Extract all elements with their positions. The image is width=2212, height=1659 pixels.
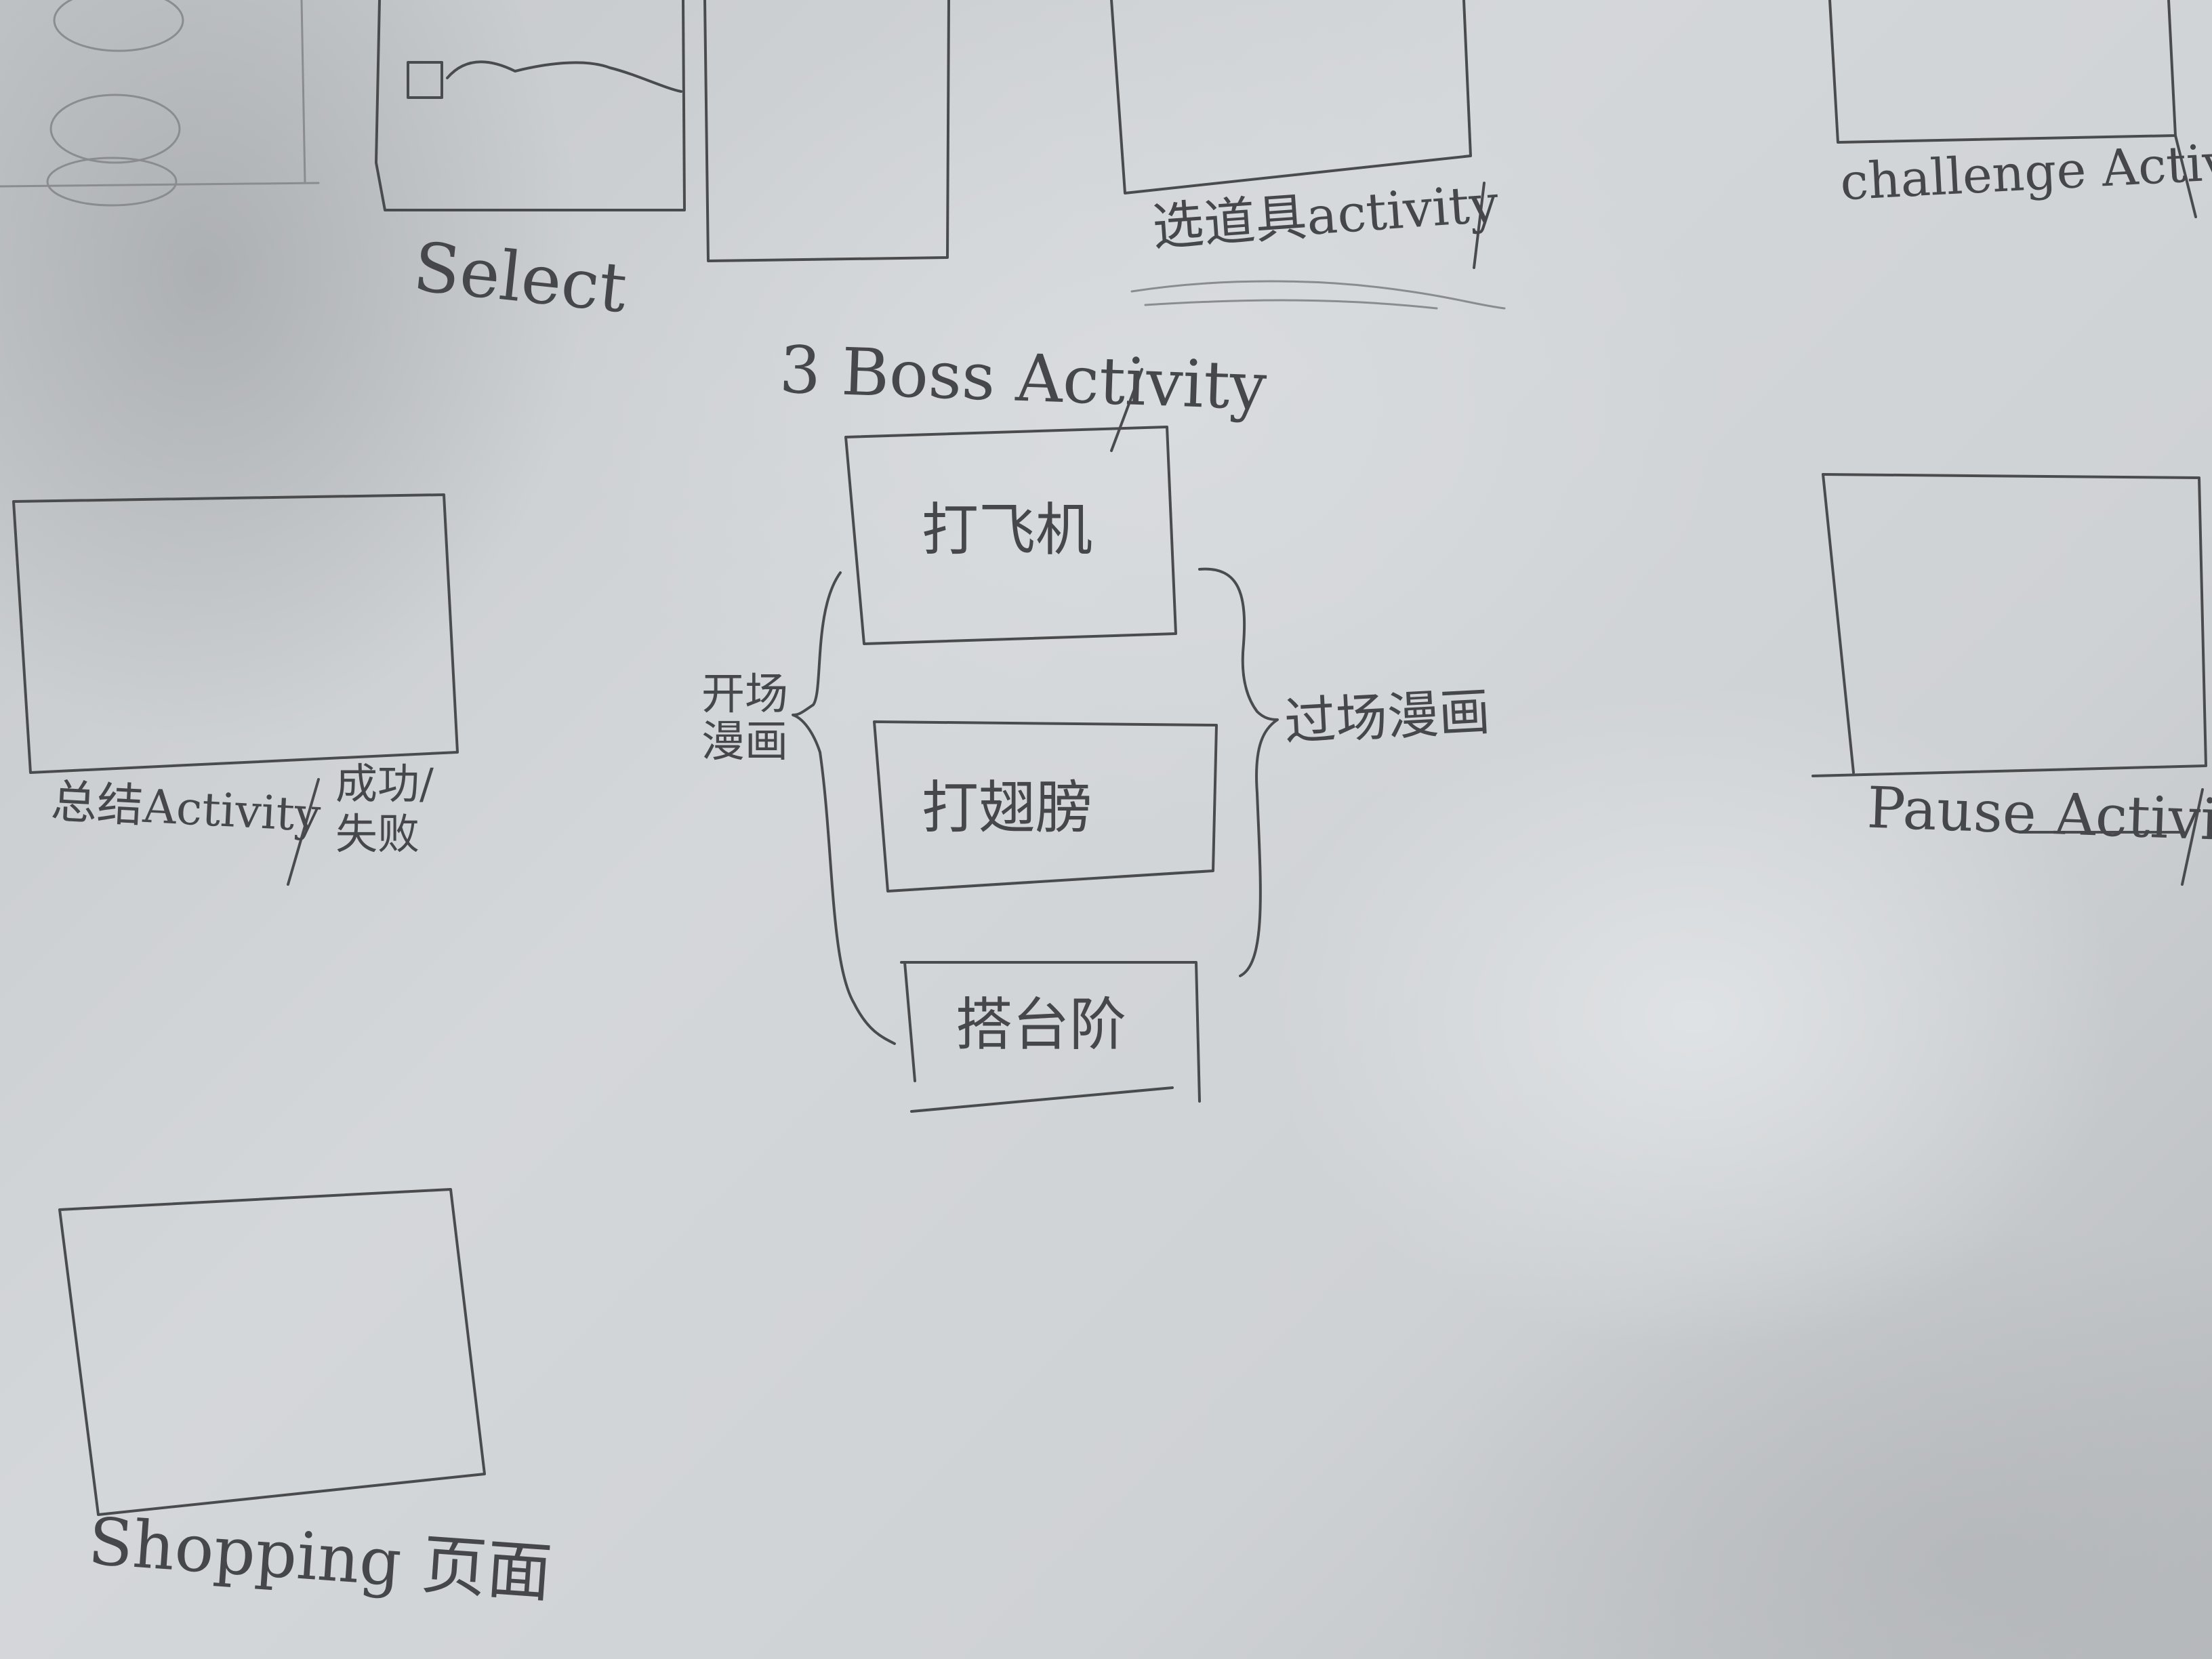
boss-box-plane — [844, 426, 1177, 645]
boss-box-steps — [900, 961, 1201, 1113]
brace-left-label: 开场漫画 — [701, 670, 788, 768]
challenge-screen-box — [1828, 0, 2197, 218]
pause-activity-label: Pause Activity — [1866, 774, 2212, 855]
select-label: Select — [409, 226, 631, 329]
right-brace — [1198, 567, 1279, 977]
box-plane-label: 打飞机 — [922, 497, 1093, 563]
boss-title-slash — [1110, 368, 1143, 452]
left-brace — [792, 571, 896, 1045]
props-title-slash — [1473, 182, 1486, 269]
select-screen-box — [375, 0, 686, 211]
boss-activity-title: 3 Boss Activity — [778, 331, 1268, 425]
middle-top-screen-box — [703, 0, 950, 262]
props-screen-box — [1110, 0, 1506, 310]
shopping-screen-box — [58, 1188, 486, 1516]
summary-result-label: 成功/失败 — [335, 759, 434, 859]
boss-box-wings — [873, 720, 1218, 893]
summary-activity-label: 总结Activity — [49, 775, 323, 843]
top-left-screen-sketch — [0, 0, 320, 207]
pause-screen-box — [1811, 473, 2207, 886]
box-steps-label: 搭台阶 — [956, 991, 1127, 1058]
box-wings-label: 打翅膀 — [922, 775, 1093, 841]
summary-screen-box — [12, 493, 459, 886]
brace-right-label: 过场漫画 — [1282, 681, 1492, 752]
